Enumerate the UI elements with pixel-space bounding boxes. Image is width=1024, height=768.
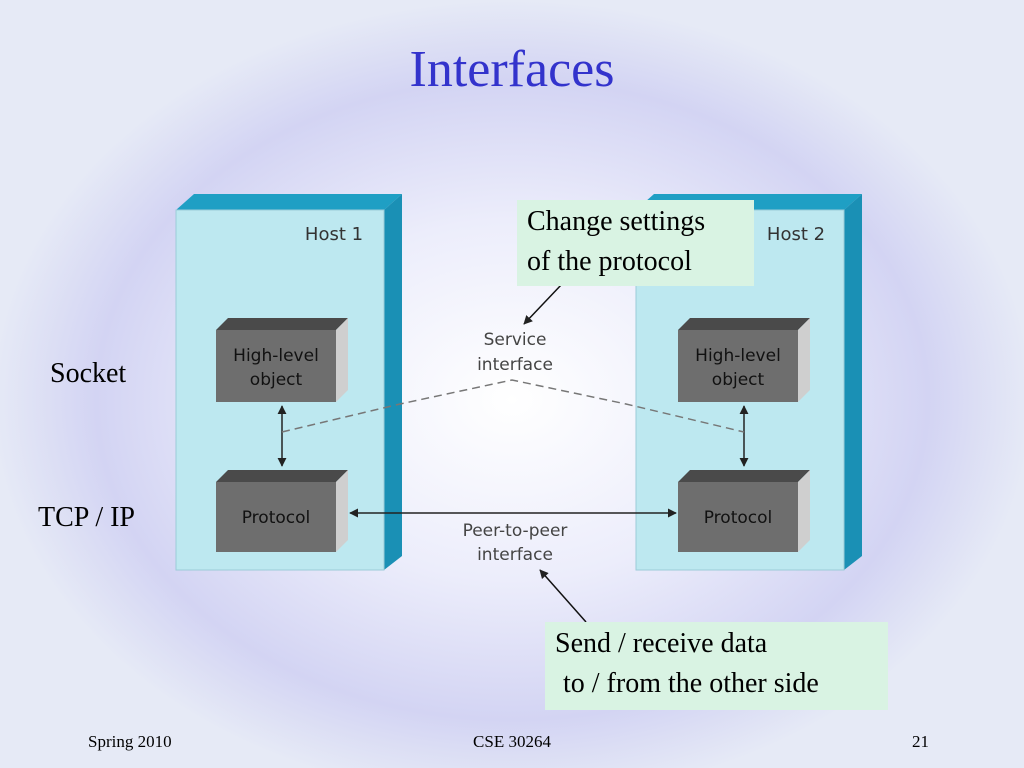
- top-callout-pointer: [523, 283, 563, 325]
- service-interface-line2: interface: [477, 355, 553, 375]
- tcpip-label: TCP / IP: [38, 502, 135, 533]
- host2-object-line2: object: [712, 370, 765, 390]
- host2-object-line1: High-level: [695, 346, 781, 366]
- change-settings-callout: Change settings of the protocol: [517, 200, 754, 286]
- host1-protocol-box: Protocol: [216, 470, 348, 552]
- slide-number: 21: [912, 732, 929, 751]
- callout-bottom-line2: to / from the other side: [563, 668, 819, 699]
- host1-high-level-object: High-level object: [216, 318, 348, 402]
- slide-title: Interfaces: [409, 41, 615, 98]
- footer-date: Spring 2010: [88, 732, 172, 751]
- host2-protocol-box: Protocol: [678, 470, 810, 552]
- host1-protocol-label: Protocol: [242, 508, 311, 528]
- host2-protocol-label: Protocol: [704, 508, 773, 528]
- peer-interface-line1: Peer-to-peer: [463, 521, 568, 541]
- service-interface-line1: Service: [484, 330, 547, 350]
- host1-label: Host 1: [305, 224, 363, 245]
- host1-object-line1: High-level: [233, 346, 319, 366]
- host1-object-line2: object: [250, 370, 303, 390]
- peer-interface-line2: interface: [477, 545, 553, 565]
- callout-bottom-line1: Send / receive data: [555, 628, 768, 659]
- callout-top-line1: Change settings: [527, 206, 706, 237]
- socket-label: Socket: [50, 358, 127, 389]
- callout-top-line2: of the protocol: [527, 246, 692, 277]
- footer-course: CSE 30264: [473, 732, 551, 751]
- host2-high-level-object: High-level object: [678, 318, 810, 402]
- service-interface-dashed-line: [281, 379, 745, 433]
- bottom-callout-pointer: [539, 569, 587, 623]
- host2-label: Host 2: [767, 224, 825, 245]
- send-receive-callout: Send / receive data to / from the other …: [545, 622, 888, 710]
